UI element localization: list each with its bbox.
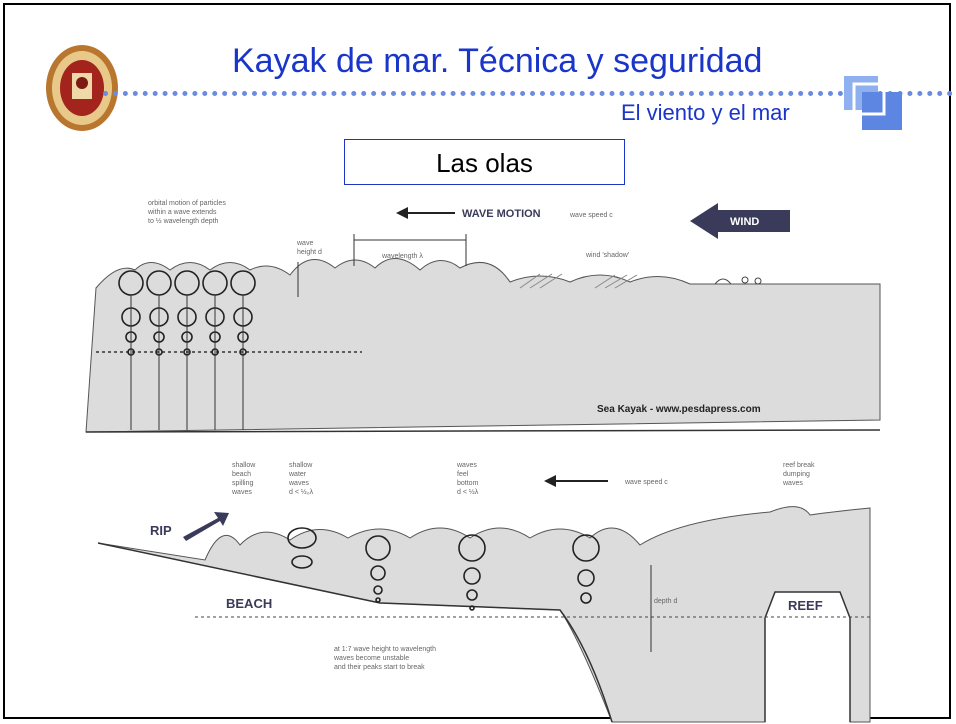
top-water-body — [85, 258, 881, 433]
wave-motion-label: WAVE MOTION — [462, 208, 541, 220]
bottom-water-body — [97, 506, 871, 723]
wind-arrow — [690, 203, 790, 239]
wind-shadow-hatching — [519, 273, 638, 289]
rip-arrow — [183, 512, 229, 541]
university-seal-logo — [46, 45, 118, 131]
reef-break-label: reef break dumping waves — [782, 462, 816, 487]
wind-shadow-label: wind 'shadow' — [585, 252, 629, 259]
credit-label: Sea Kayak - www.pesdapress.com — [597, 404, 761, 415]
section-label: Las olas — [436, 148, 533, 178]
seabed-line — [97, 542, 613, 723]
slide-subtitle: El viento y el mar — [621, 100, 790, 125]
shallow-beach-label: shallow beach spilling waves — [231, 462, 257, 496]
waves-feel-bottom-label: waves feel bottom d < ½λ — [456, 462, 480, 496]
wave-height-label: wave height d — [296, 240, 322, 256]
title-dotted-rule — [103, 91, 953, 96]
beach-label: BEACH — [226, 596, 272, 611]
rip-label: RIP — [150, 523, 172, 538]
shallow-water-label: shallow water waves d < ½₀λ — [288, 462, 314, 496]
orbital-note: orbital motion of particles within a wav… — [147, 200, 228, 225]
wavelength-label: wavelength λ — [381, 253, 423, 260]
small-ripples — [714, 276, 762, 285]
slide-title: Kayak de mar. Técnica y seguridad — [232, 42, 763, 80]
reef-label: REEF — [788, 598, 823, 613]
reef-outline — [764, 591, 851, 722]
wave-speed-label-top: wave speed c — [569, 212, 613, 219]
corner-squares-logo — [844, 76, 902, 130]
depth-label: depth d — [654, 598, 677, 605]
top-baseline — [85, 429, 881, 433]
orbital-drop-lines — [130, 295, 244, 430]
wave-speed-label-bottom: wave speed c — [624, 479, 668, 486]
wind-label: WIND — [730, 216, 759, 228]
break-note: at 1:7 wave height to wavelength waves b… — [333, 646, 438, 671]
section-label-box: Las olas — [344, 139, 625, 185]
bottom-orbital-circles — [287, 527, 600, 611]
